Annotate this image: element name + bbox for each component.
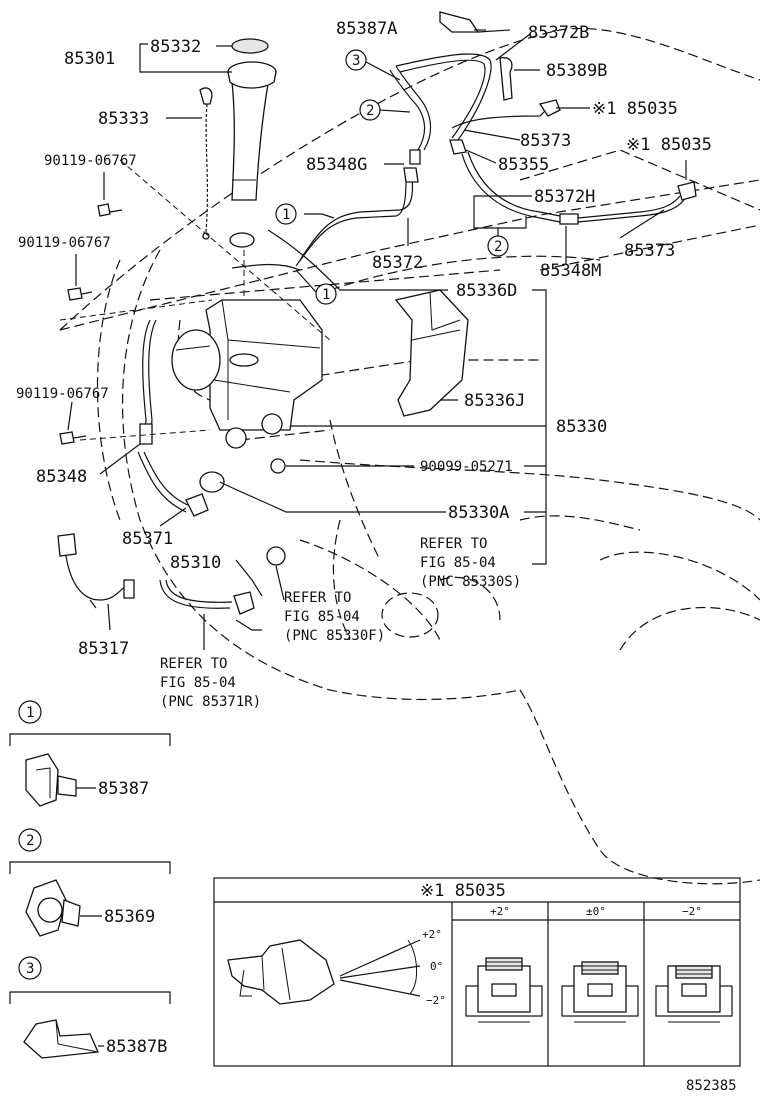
refer-85330S-line3: (PNC 85330S) <box>420 574 521 590</box>
label-85387A: 85387A <box>336 19 397 39</box>
col-minus2: −2° <box>682 905 702 918</box>
label-85332: 85332 <box>150 37 201 57</box>
refer-85330S-line2: FIG 85-04 <box>420 555 496 571</box>
col-zero: ±0° <box>586 905 606 918</box>
angle-minus2: −2° <box>426 994 446 1007</box>
detail-title: ※1 85035 <box>420 881 506 901</box>
legend-1-part: 85387 <box>98 779 149 799</box>
callout-1-lower: 1 <box>322 287 330 303</box>
callout-2-upper: 2 <box>366 103 374 119</box>
refer-85330F-line2: FIG 85-04 <box>284 609 360 625</box>
refer-85330F-line3: (PNC 85330F) <box>284 628 385 644</box>
legend-3: 3 85387B <box>9 956 171 1059</box>
angle-plus2: +2° <box>422 928 442 941</box>
nozzle-angle-detail: ※1 85035 +2° ±0° −2° +2° 0° −2° <box>213 877 741 1067</box>
legend-2: 2 85369 <box>9 828 171 937</box>
label-85336D: 85336D <box>456 281 517 301</box>
label-90119-upper: 90119-06767 <box>44 153 137 169</box>
refer-85371R-line3: (PNC 85371R) <box>160 694 261 710</box>
refer-85330F-line1: REFER TO <box>284 590 351 606</box>
label-85372H: 85372H <box>534 187 595 207</box>
legend-1-number: 1 <box>26 705 34 721</box>
end-view-zero <box>561 961 639 1023</box>
leader-lines <box>59 29 687 650</box>
refer-85371R-line1: REFER TO <box>160 656 227 672</box>
refer-85330S-line1: REFER TO <box>420 536 487 552</box>
end-view-minus2 <box>655 965 733 1023</box>
label-90119-middle: 90119-06767 <box>18 235 111 251</box>
label-90119-lower: 90119-06767 <box>16 386 109 402</box>
label-85372: 85372 <box>372 253 423 273</box>
label-85372B: 85372B <box>528 23 589 43</box>
label-85317: 85317 <box>78 639 129 659</box>
label-85348M: 85348M <box>540 261 601 281</box>
label-85373-upper: 85373 <box>520 131 571 151</box>
label-85035-lower: ※1 85035 <box>626 135 712 155</box>
wire-harness <box>57 533 135 609</box>
label-85336J: 85336J <box>464 391 525 411</box>
angle-zero: 0° <box>430 960 443 973</box>
legend-2-number: 2 <box>26 833 34 849</box>
label-90099-05271: 90099-05271 <box>420 459 513 475</box>
part-labels: 85387A 85372B 85301 85332 85389B ※1 8503… <box>16 19 712 710</box>
label-85371: 85371 <box>122 529 173 549</box>
label-85035-upper: ※1 85035 <box>592 99 678 119</box>
label-85330: 85330 <box>556 417 607 437</box>
label-85355: 85355 <box>498 155 549 175</box>
legend-2-part: 85369 <box>104 907 155 927</box>
refer-85371R-line2: FIG 85-04 <box>160 675 236 691</box>
figure-number: 852385 <box>686 1078 737 1094</box>
label-85310: 85310 <box>170 553 221 573</box>
callout-2-lower: 2 <box>494 239 502 255</box>
level-gauge <box>199 87 213 240</box>
label-85389B: 85389B <box>546 61 607 81</box>
callout-3: 3 <box>352 53 360 69</box>
label-85333: 85333 <box>98 109 149 129</box>
label-85373-lower: 85373 <box>624 241 675 261</box>
washer-pump <box>185 289 469 615</box>
washer-reservoir <box>171 38 323 449</box>
callout-1-upper: 1 <box>282 207 290 223</box>
bolt-group <box>59 203 286 474</box>
legend-1: 1 85387 <box>9 700 171 807</box>
legend-3-number: 3 <box>26 961 34 977</box>
col-plus2: +2° <box>490 905 510 918</box>
end-view-plus2 <box>465 957 543 1023</box>
label-85330A: 85330A <box>448 503 509 523</box>
callout-markers: 3 2 1 1 2 <box>275 49 509 305</box>
legend-3-part: 85387B <box>106 1037 167 1057</box>
label-85301: 85301 <box>64 49 115 69</box>
label-85348G: 85348G <box>306 155 367 175</box>
label-85348: 85348 <box>36 467 87 487</box>
